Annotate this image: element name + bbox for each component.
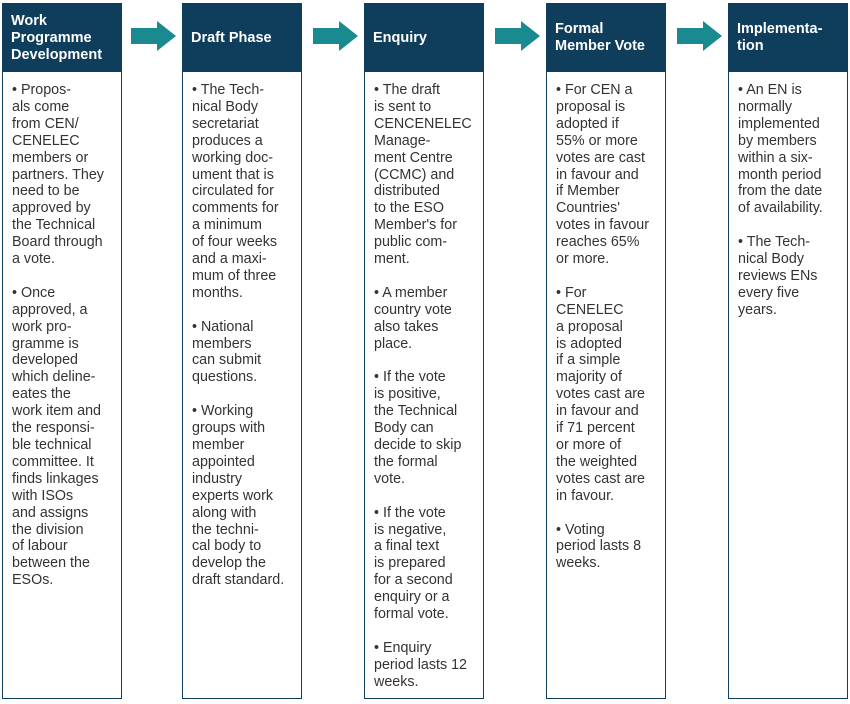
phase-title-text: Work Programme Development [11, 12, 103, 63]
phase-bullet: • For CENELEC a proposal is adopted if a… [556, 284, 645, 504]
phase-bullet: • If the vote is negative, a final text … [374, 504, 453, 623]
phase-title: Work Programme Development [3, 4, 121, 72]
phase-bullet: • Enquiry period lasts 12 weeks. [374, 639, 467, 690]
right-arrow-icon [492, 19, 542, 53]
right-arrow-icon [128, 19, 178, 53]
phase-body: • Propos- als come from CEN/ CENELEC mem… [3, 72, 121, 589]
phase-title: Implementa- tion [729, 4, 847, 72]
phase-bullet: • If the vote is positive, the Technical… [374, 369, 462, 487]
phase-column-formal-member-vote: Formal Member Vote • For CEN a proposal i… [546, 3, 666, 699]
phase-bullet: • The Tech- nical Body reviews ENs every… [738, 234, 818, 318]
phase-column-work-programme-development: Work Programme Development • Propos- als … [2, 3, 122, 699]
phase-title: Draft Phase [183, 4, 301, 72]
phase-bullet: • Once approved, a work pro- gramme is d… [12, 284, 101, 589]
right-arrow-icon [310, 19, 360, 53]
phase-column-implementa-tion: Implementa- tion • An EN is normally impl… [728, 3, 848, 699]
phase-body: • The draft is sent to CENCENELEC Manage… [365, 72, 483, 691]
phase-title: Enquiry [365, 4, 483, 72]
phase-title-text: Formal Member Vote [555, 21, 645, 54]
phase-column-enquiry: Enquiry • The draft is sent to CENCENELEC… [364, 3, 484, 699]
phase-bullet: • Propos- als come from CEN/ CENELEC mem… [12, 82, 104, 268]
right-arrow-icon [674, 19, 724, 53]
phase-bullet: • Voting period lasts 8 weeks. [556, 521, 642, 572]
phase-title-text: Enquiry [373, 29, 427, 46]
phase-body: • For CEN a proposal is adopted if 55% o… [547, 72, 665, 572]
phase-title-text: Implementa- tion [737, 21, 823, 54]
phase-bullet: • The draft is sent to CENCENELEC Manage… [374, 82, 472, 268]
phase-title: Formal Member Vote [547, 4, 665, 72]
phase-bullet: • Working groups with member appointed i… [192, 403, 285, 589]
phase-column-draft-phase: Draft Phase • The Tech- nical Body secret… [182, 3, 302, 699]
phase-bullet: • For CEN a proposal is adopted if 55% o… [556, 82, 649, 268]
phase-title-text: Draft Phase [191, 29, 272, 46]
phase-body: • An EN is normally implemented by membe… [729, 72, 847, 319]
phase-bullet: • An EN is normally implemented by membe… [738, 82, 823, 217]
phase-bullet: • The Tech- nical Body secretariat produ… [192, 82, 279, 301]
phase-bullet: • National members can submit questions. [192, 318, 262, 386]
phase-body: • The Tech- nical Body secretariat produ… [183, 72, 301, 589]
phase-bullet: • A member country vote also takes place… [374, 284, 452, 352]
